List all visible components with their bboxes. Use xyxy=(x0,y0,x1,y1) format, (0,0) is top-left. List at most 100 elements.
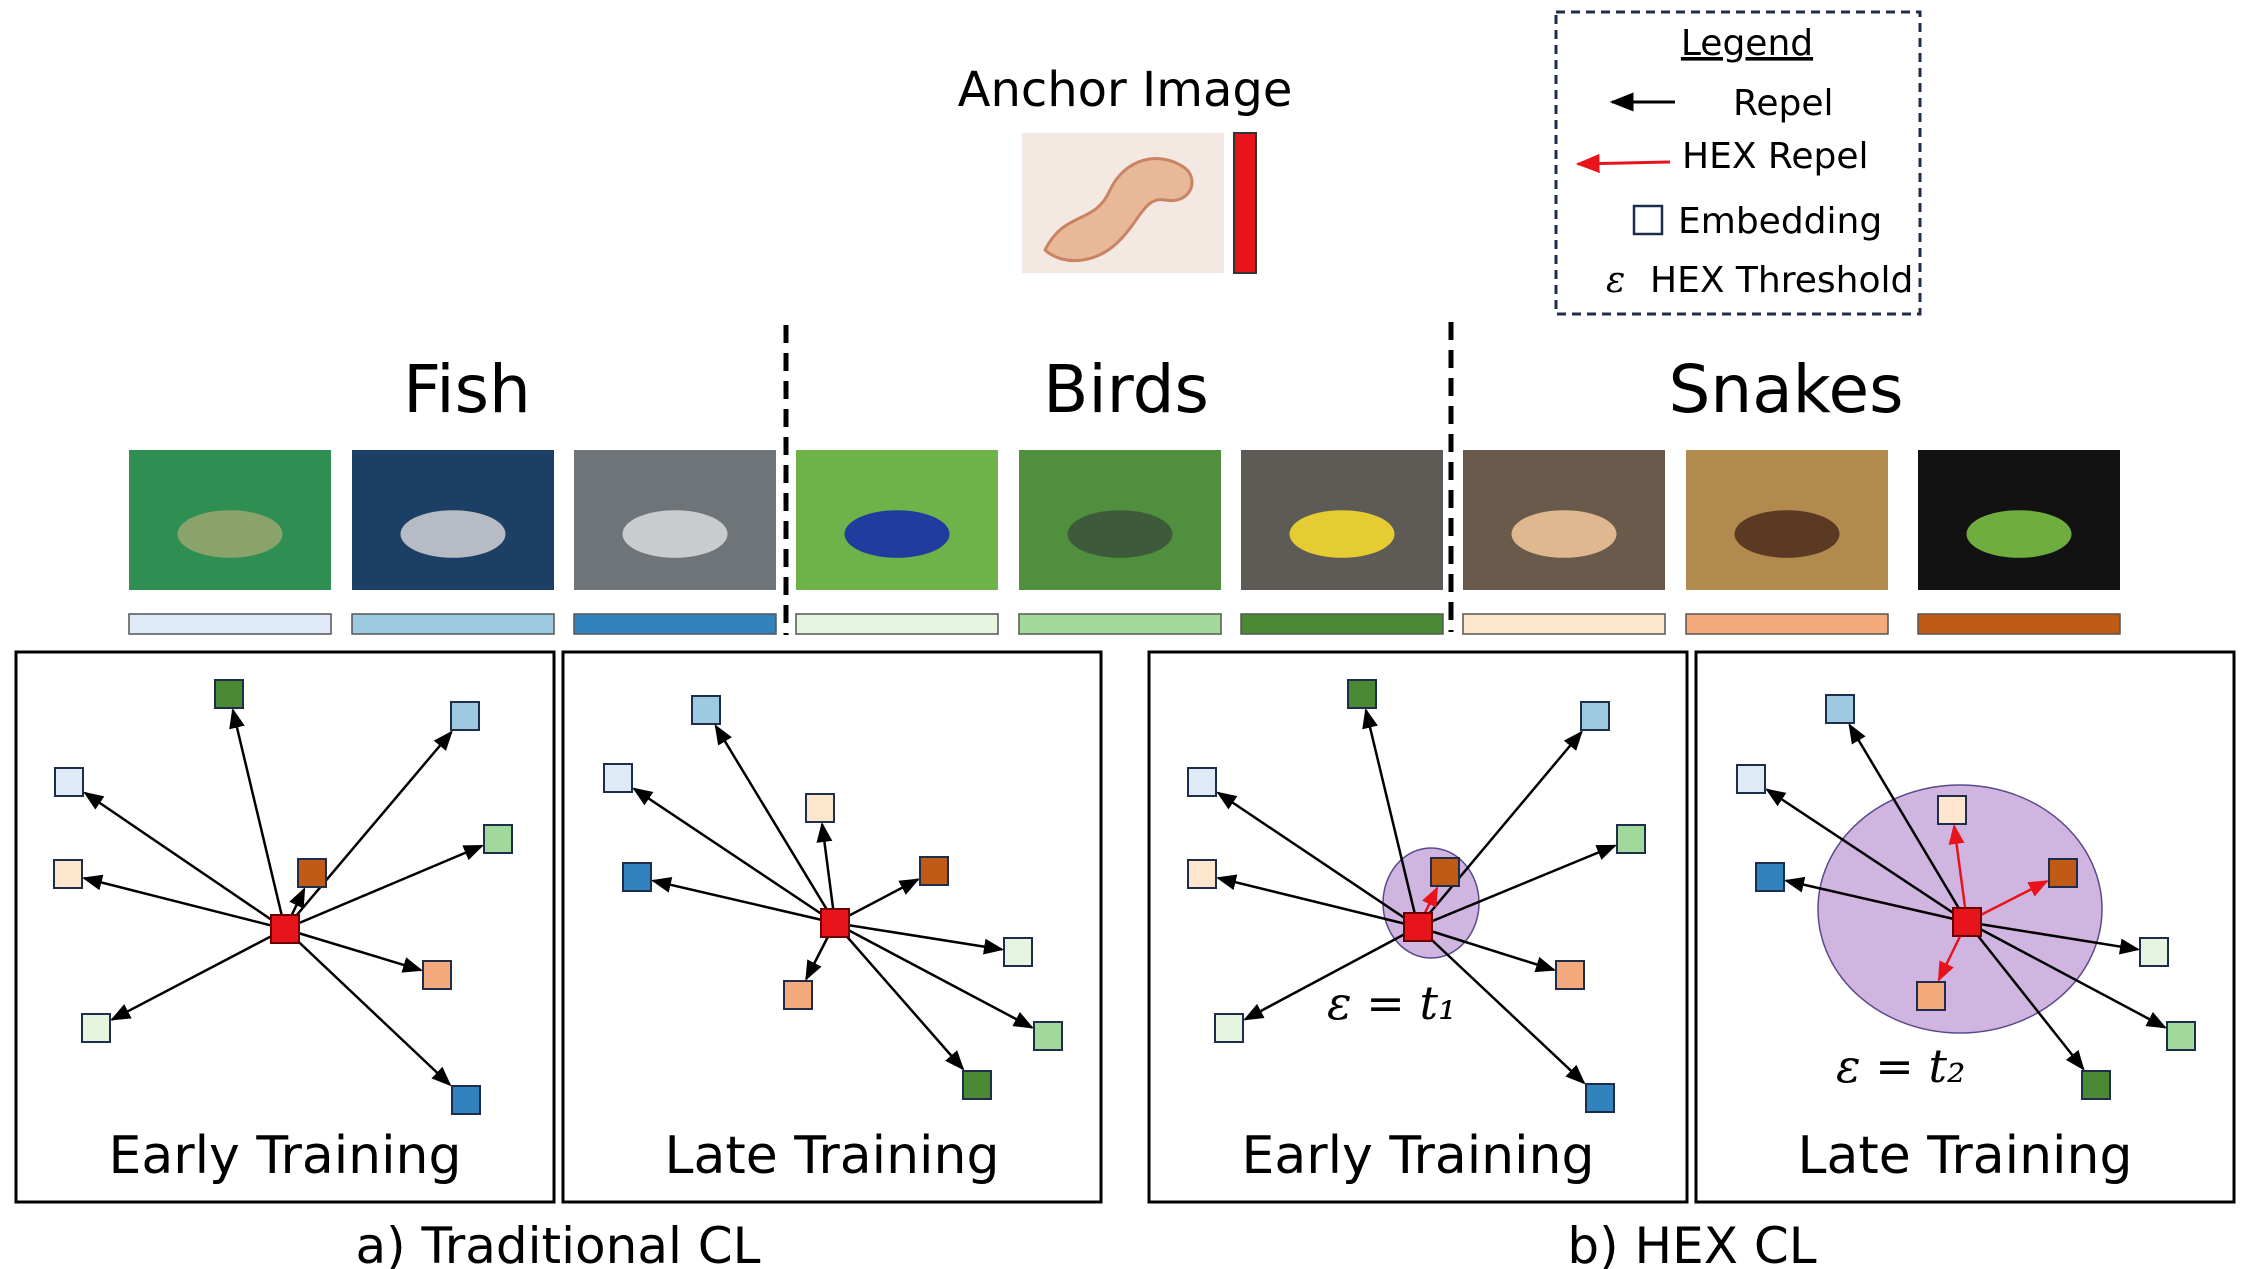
embedding-node xyxy=(1555,960,1585,990)
legend-repel-label: Repel xyxy=(1733,83,1834,124)
legend-embedding-label: Embedding xyxy=(1678,201,1882,242)
embedding-node xyxy=(1580,701,1610,731)
embedding-node xyxy=(1347,679,1377,709)
legend-hex-repel-arrow xyxy=(1575,153,1671,174)
legend-title: Legend xyxy=(1681,23,1813,64)
class-image-snakes-2 xyxy=(1686,450,1888,590)
embedding-node xyxy=(2048,858,2078,888)
panel-4-threshold-label: ε = t₂ xyxy=(1836,1039,1965,1093)
repel-arrow xyxy=(1765,788,1968,924)
embedding-node xyxy=(1187,767,1217,797)
repel-arrow xyxy=(284,928,452,1087)
panel-4 xyxy=(1694,650,2236,1204)
repel-arrow xyxy=(284,730,453,930)
panel-3-threshold-label: ε = t₁ xyxy=(1327,976,1456,1030)
embedding-node xyxy=(1214,1013,1244,1043)
class-image-fish-1 xyxy=(129,450,331,590)
embedding-node xyxy=(962,1070,992,1100)
embedding-node xyxy=(603,763,633,793)
image-subject xyxy=(844,510,950,558)
embedding-node xyxy=(1825,694,1855,724)
image-subject xyxy=(1289,510,1395,558)
embedding-node xyxy=(1430,857,1460,887)
repel-arrow xyxy=(1417,926,1586,1085)
anchor-label: Anchor Image xyxy=(958,62,1293,118)
class-color-bar-birds-2 xyxy=(1018,613,1222,635)
class-color-bar-snakes-3 xyxy=(1917,613,2121,635)
repel-arrow xyxy=(1417,925,1556,973)
repel-arrow xyxy=(83,791,286,931)
class-heading-birds: Birds xyxy=(1043,351,1209,428)
embedding-node xyxy=(1755,862,1785,892)
repel-arrow xyxy=(1966,921,2085,1071)
anchor-embedding-node xyxy=(270,914,300,944)
embedding-node xyxy=(1585,1083,1615,1113)
anchor-embedding-bar xyxy=(1233,132,1257,274)
class-color-bar-birds-1 xyxy=(795,613,999,635)
class-image-snakes-3 xyxy=(1918,450,2120,590)
anchor-image xyxy=(1022,133,1224,273)
class-image-fish-2 xyxy=(352,450,554,590)
class-color-bar-fish-2 xyxy=(351,613,555,635)
panel-3 xyxy=(1147,650,1689,1204)
training-panels xyxy=(14,650,2236,1204)
anchor-embedding-node xyxy=(1952,907,1982,937)
embedding-node xyxy=(451,1085,481,1115)
embedding-node xyxy=(1916,981,1946,1011)
panel-2 xyxy=(561,650,1103,1204)
class-image-fish-3 xyxy=(574,450,776,590)
repel-arrow xyxy=(1216,874,1419,929)
embedding-node xyxy=(214,679,244,709)
legend-epsilon-symbol: ε xyxy=(1606,260,1625,301)
embedding-node xyxy=(450,701,480,731)
anchor-embedding-node xyxy=(1403,912,1433,942)
anchor-embedding-node xyxy=(820,908,850,938)
class-image-row xyxy=(129,450,2120,590)
embedding-node xyxy=(783,980,813,1010)
embedding-node xyxy=(1736,764,1766,794)
repel-arrow xyxy=(284,927,423,973)
class-color-bar-fish-3 xyxy=(573,613,777,635)
repel-arrow xyxy=(1848,723,1969,923)
panel-2-caption: Late Training xyxy=(665,1126,1000,1186)
class-heading-snakes: Snakes xyxy=(1668,351,1903,428)
class-color-bar-fish-1 xyxy=(128,613,332,635)
panel-1 xyxy=(14,650,556,1204)
repel-arrow xyxy=(1216,791,1419,929)
legend-threshold-label: HEX Threshold xyxy=(1650,260,1913,301)
repel-arrow xyxy=(834,922,965,1071)
panel-captions: Early Training Late Training Early Train… xyxy=(108,1126,2132,1186)
repel-arrow xyxy=(651,876,836,925)
repel-arrow xyxy=(1966,920,2167,1029)
repel-arrow xyxy=(714,724,837,924)
repel-arrow xyxy=(1362,708,1420,928)
image-subject xyxy=(400,510,506,558)
repel-arrow xyxy=(284,844,484,931)
embedding-node xyxy=(2139,937,2169,967)
hex-repel-arrow xyxy=(1948,824,1969,923)
class-color-bar-snakes-2 xyxy=(1685,613,1889,635)
embedding-node xyxy=(691,695,721,725)
class-image-birds-1 xyxy=(796,450,998,590)
image-subject xyxy=(622,510,728,558)
repel-arrow xyxy=(1417,730,1583,928)
embedding-node xyxy=(1937,795,1967,825)
repel-arrow xyxy=(816,822,837,924)
embedding-node xyxy=(54,767,84,797)
anchor-section: Anchor Image xyxy=(958,62,1293,274)
embedding-node xyxy=(297,858,327,888)
embedding-node xyxy=(483,824,513,854)
repel-arrow xyxy=(110,927,286,1021)
embedding-node xyxy=(1033,1021,1063,1051)
embedding-node xyxy=(81,1013,111,1043)
embedding-node xyxy=(1003,937,1033,967)
group-label-traditional-cl: a) Traditional CL xyxy=(355,1217,760,1269)
legend-embedding-icon xyxy=(1632,204,1664,236)
repel-arrow xyxy=(1243,925,1419,1021)
embedding-node xyxy=(2166,1021,2196,1051)
repel-arrow xyxy=(632,787,836,925)
class-headings: Fish Birds Snakes xyxy=(403,351,1903,428)
image-subject xyxy=(177,510,283,558)
embedding-node xyxy=(422,960,452,990)
